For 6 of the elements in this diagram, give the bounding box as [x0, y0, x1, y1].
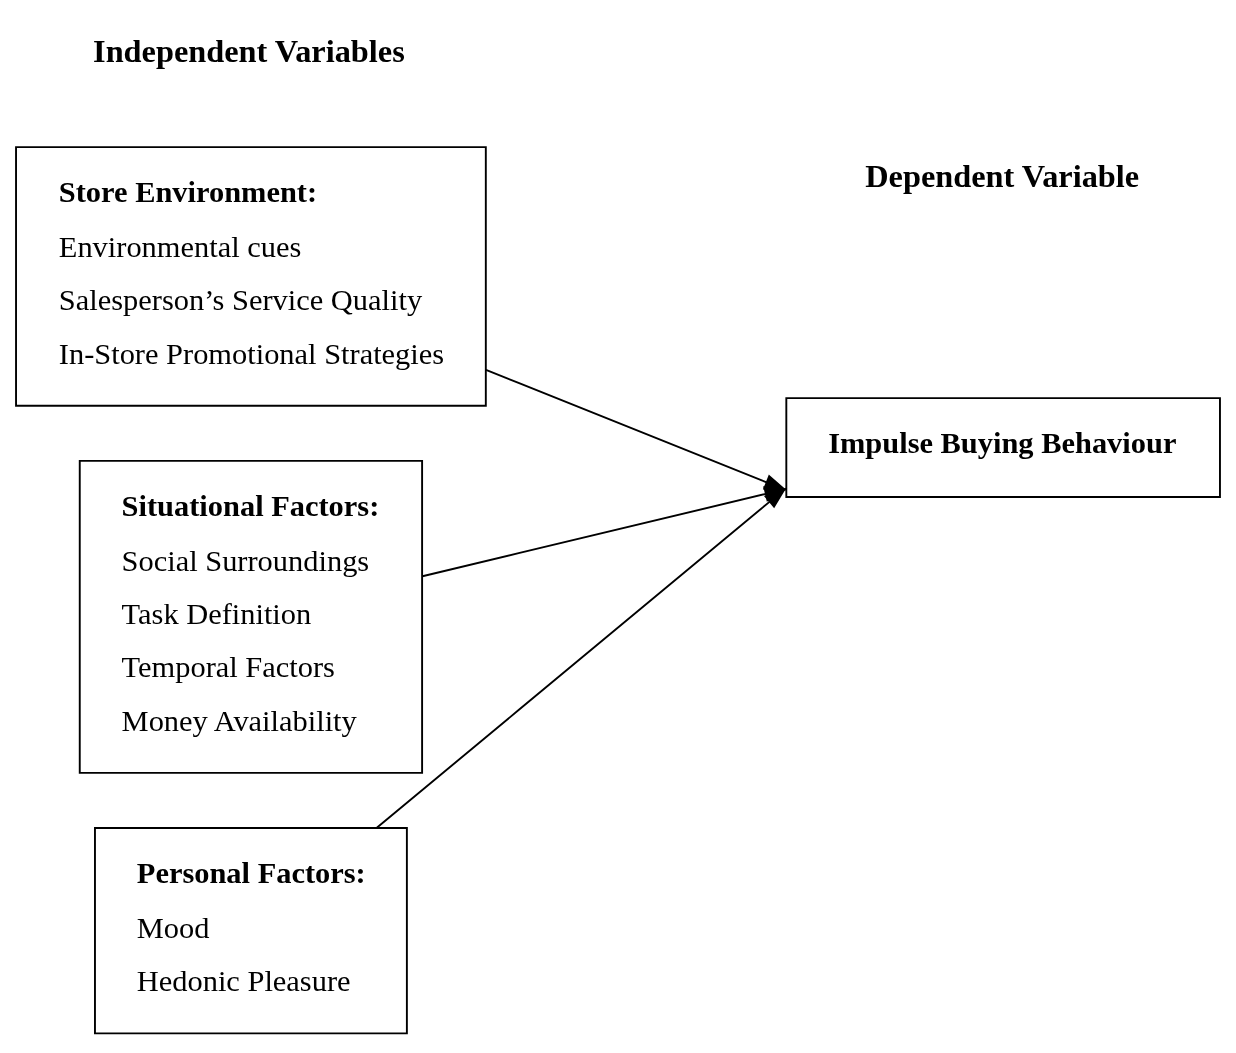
label: Independent Variables: [93, 32, 405, 69]
label: Dependent Variable: [865, 157, 1140, 194]
node-box: Personal Factors: Mood Hedonic Pleasure: [94, 826, 408, 1034]
node-box: Situational Factors: Social Surroundings Task Definition Temporal Factors Money Availability: [78, 459, 424, 774]
node-box: Store Environment: Environmental cues Salesperson’s Service Quality In-Store Promotional Strategies: [15, 145, 487, 407]
node-box: Impulse Buying Behaviour: [785, 396, 1221, 498]
